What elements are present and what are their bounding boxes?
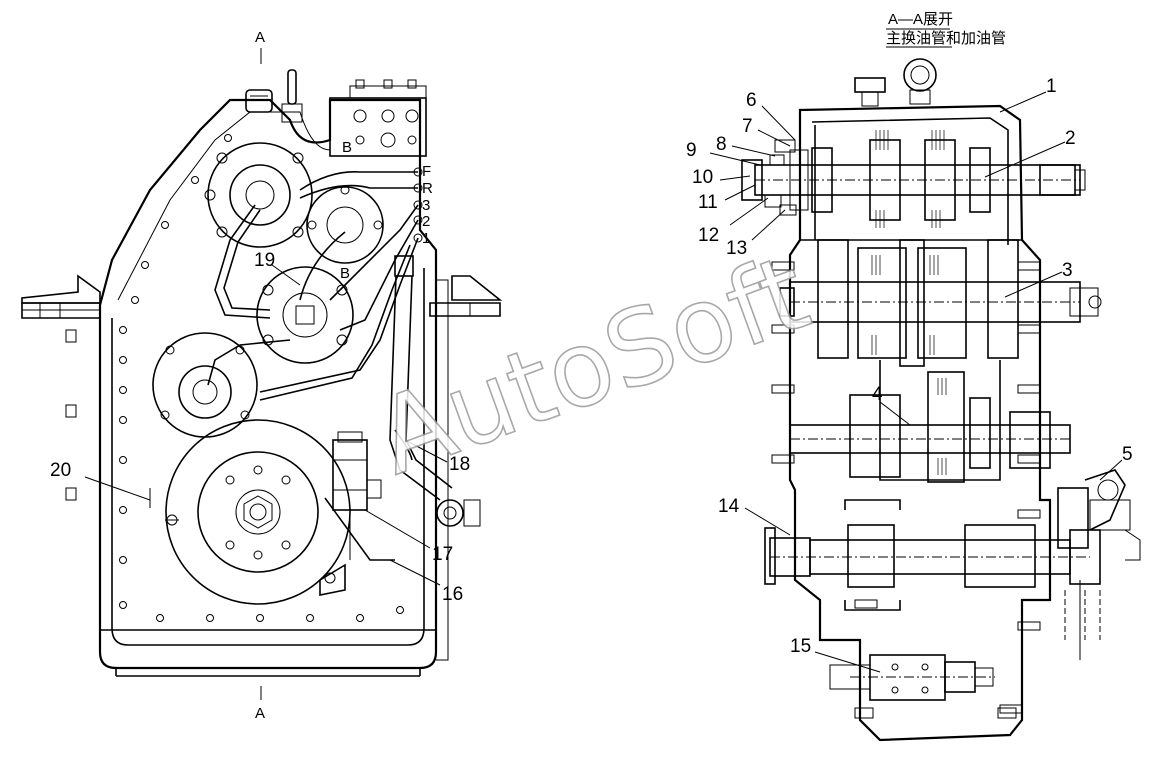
callout-20: 20	[50, 460, 71, 481]
section-title: A—A展开	[888, 11, 953, 28]
pump-gear-cover	[306, 185, 384, 264]
callout-8: 8	[716, 134, 727, 155]
top-breather	[854, 77, 886, 93]
output-flange-cover	[165, 419, 395, 605]
casing-bolts	[65, 134, 404, 622]
callout-numbers: 1 2 3 4 5 6 7 8 9 10 11 12 13 14 15 16 1…	[50, 76, 1133, 657]
callout-1: 1	[1046, 76, 1057, 97]
clutch-packs	[871, 130, 947, 475]
svg-text:B: B	[342, 139, 352, 156]
callout-6: 6	[746, 90, 757, 111]
section-letter-top: A	[255, 29, 265, 46]
callout-4: 4	[872, 384, 883, 405]
input-seal-parts	[764, 139, 797, 216]
section-housing-outline	[788, 104, 1052, 742]
port-label-3: 3	[422, 197, 430, 214]
level-plug	[149, 488, 179, 526]
right-mount-bracket	[429, 275, 503, 317]
control-valve-block: B	[329, 79, 427, 157]
port-label-r: R	[422, 180, 433, 197]
brake-valve	[332, 431, 382, 560]
callout-18: 18	[449, 454, 470, 475]
callout-16: 16	[442, 584, 463, 605]
callout-13: 13	[726, 238, 747, 259]
callout-14: 14	[718, 496, 740, 517]
section-letter-bottom: A	[255, 705, 265, 722]
valve-port-labels: F R 3 2 1	[422, 163, 433, 247]
section-view: A—A展开 主换油管和加油管	[741, 11, 1141, 742]
callout-9: 9	[686, 140, 697, 161]
svg-text:B: B	[340, 265, 350, 282]
callout-19: 19	[254, 250, 275, 271]
section-subtitle: 主换油管和加油管	[886, 30, 1006, 47]
output-shaft	[764, 499, 1101, 611]
breather-cap	[245, 89, 273, 113]
input-gear-cover	[204, 142, 313, 248]
callout-10: 10	[692, 167, 713, 188]
callout-7: 7	[742, 116, 753, 137]
front-view: A A	[21, 29, 503, 722]
clutch-shaft	[779, 239, 1102, 367]
callout-leaders	[84, 91, 1123, 673]
oil-pipes	[207, 167, 423, 401]
callout-17: 17	[432, 544, 453, 565]
oil-pump	[829, 654, 1017, 719]
oil-filler-pipe	[389, 255, 481, 527]
parking-brake	[1057, 469, 1141, 660]
callout-12: 12	[698, 225, 719, 246]
dipstick-tube	[287, 69, 297, 105]
watermark: AutoSoft	[362, 231, 823, 498]
section-bolts	[771, 261, 1041, 714]
clutch-valve-cover: B	[256, 265, 354, 364]
intermediate-shaft	[789, 360, 1071, 483]
callout-3: 3	[1062, 260, 1073, 281]
lifting-eye	[903, 58, 937, 92]
callout-11: 11	[698, 192, 718, 213]
port-label-1: 1	[422, 230, 430, 247]
port-label-2: 2	[422, 213, 430, 230]
port-label-f: F	[422, 163, 431, 180]
front-housing-outline	[98, 98, 438, 670]
callout-15: 15	[790, 636, 811, 657]
callout-5: 5	[1122, 444, 1133, 465]
callout-2: 2	[1065, 128, 1076, 149]
left-mount-bracket	[21, 274, 101, 319]
